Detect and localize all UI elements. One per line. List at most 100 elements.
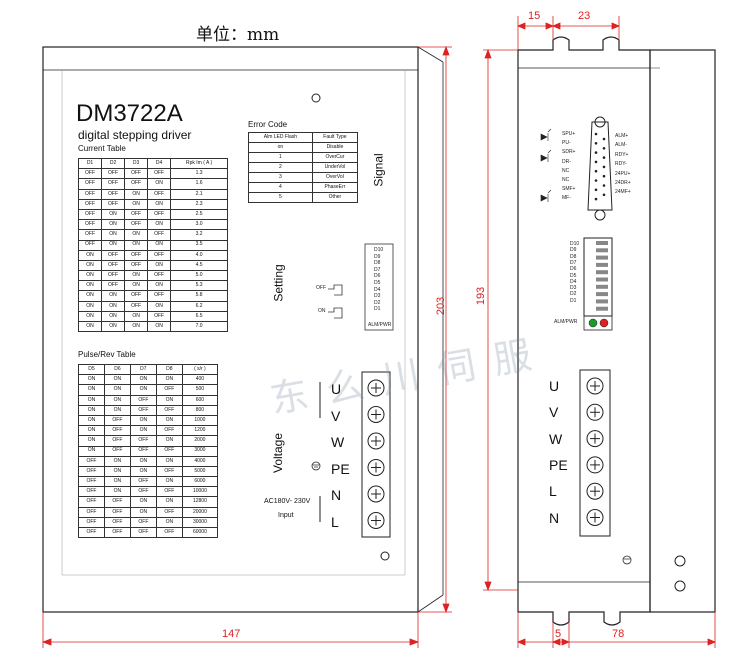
side-leds xyxy=(583,315,613,331)
terminal-screw xyxy=(586,456,604,474)
table-cell: 2.1 xyxy=(170,188,228,200)
table-cell: 6.5 xyxy=(170,310,228,323)
table-cell: OFF xyxy=(78,516,105,529)
dip-label: D7 xyxy=(374,266,381,273)
table-cell: OFF xyxy=(124,168,149,180)
front-body xyxy=(42,46,444,613)
table-cell: 5.8 xyxy=(170,290,228,302)
dip-label: D8 xyxy=(374,260,381,267)
db-pin xyxy=(594,151,598,154)
signal-label: Signal xyxy=(371,153,386,187)
terminal-label: W xyxy=(331,434,345,450)
dip-label: D7 xyxy=(570,259,577,266)
table-cell: OFF xyxy=(129,445,157,457)
table-header: Rpk Im ( A ) xyxy=(170,157,228,170)
dip-slot xyxy=(596,306,608,311)
table-cell: ON xyxy=(129,374,157,386)
table-cell: OFF xyxy=(155,445,183,457)
table-cell: 12800 xyxy=(181,496,219,508)
signal-label: ALM- xyxy=(615,142,627,149)
table-cell: ON xyxy=(101,229,126,241)
table-cell: ON xyxy=(155,476,183,488)
table-cell: 1.6 xyxy=(170,178,228,190)
dimension-lines xyxy=(41,16,717,648)
table-cell: 5000 xyxy=(181,465,219,478)
table-header: Alm LED Flash xyxy=(248,132,313,143)
terminal-label: V xyxy=(331,407,341,424)
db-pin xyxy=(602,147,606,150)
dim-side-height: 193 xyxy=(475,286,488,306)
signal-label: ALM+ xyxy=(615,133,629,139)
terminal-label: U xyxy=(549,378,560,394)
unit-label: 单位：mm xyxy=(196,25,280,45)
table-cell: ON xyxy=(101,239,126,251)
table-cell: OFF xyxy=(77,198,103,210)
table-cell: ON xyxy=(77,320,103,333)
signal-label: SMF+ xyxy=(562,186,576,193)
terminal-screw xyxy=(586,482,604,500)
table-cell: ON xyxy=(155,455,183,467)
terminal-screw xyxy=(586,403,604,421)
dip-slot xyxy=(596,241,608,245)
dip-label: D6 xyxy=(570,266,577,273)
table-cell: 4 xyxy=(248,182,313,193)
table-cell: ON xyxy=(124,188,149,200)
dip-slot xyxy=(596,262,608,267)
side-alm-pwr: ALM/PWR xyxy=(554,319,578,325)
dip-label: D3 xyxy=(374,293,381,300)
side-body xyxy=(517,36,716,626)
dip-slot xyxy=(596,299,608,304)
table-cell: OFF xyxy=(101,249,126,261)
dim-bottom-slot: 5 xyxy=(555,628,562,640)
table-cell: on xyxy=(248,142,313,153)
table-header: D7 xyxy=(129,363,157,376)
dip-slot xyxy=(596,248,608,253)
terminal-screw xyxy=(367,459,385,476)
dip-label: D1 xyxy=(570,297,577,304)
table-cell: ON xyxy=(101,219,126,231)
table-cell: 1.3 xyxy=(170,168,228,180)
table-cell: OFF xyxy=(101,178,126,190)
table-cell: OFF xyxy=(129,486,157,498)
table-cell: ON xyxy=(77,300,103,312)
table-cell: OFF xyxy=(77,208,103,221)
table-cell: ON xyxy=(124,320,149,333)
table-cell: OFF xyxy=(78,486,105,498)
db-pin xyxy=(602,193,606,197)
table-cell: PhaseErr xyxy=(311,182,359,193)
table-cell: OFF xyxy=(103,506,131,518)
table-cell: ON xyxy=(77,259,103,272)
table-cell: ON xyxy=(78,404,105,416)
table-cell: OFF xyxy=(147,168,172,180)
db-pin xyxy=(602,137,606,141)
table-header: D4 xyxy=(147,157,172,170)
table-cell: Disable xyxy=(311,142,359,153)
dip-slot xyxy=(596,292,608,297)
dip-label: D4 xyxy=(374,286,381,293)
table-cell: OFF xyxy=(155,425,183,437)
current-table-title: Current Table xyxy=(78,144,126,153)
table-cell: 5.0 xyxy=(170,270,228,282)
table-cell: ON xyxy=(129,506,157,518)
table-header: D1 xyxy=(77,157,103,170)
table-cell: OFF xyxy=(124,208,149,221)
db-pin xyxy=(602,165,606,169)
terminal-label: L xyxy=(331,513,339,530)
signal-label: RDY- xyxy=(615,161,627,168)
table-cell: OFF xyxy=(103,425,131,437)
setting-label: Setting xyxy=(271,264,286,302)
table-cell: 5 xyxy=(248,192,313,203)
table-cell: OFF xyxy=(124,259,149,272)
dip-label: D9 xyxy=(374,253,381,260)
signal-label: DR- xyxy=(562,158,571,165)
table-cell: ON xyxy=(147,239,172,251)
